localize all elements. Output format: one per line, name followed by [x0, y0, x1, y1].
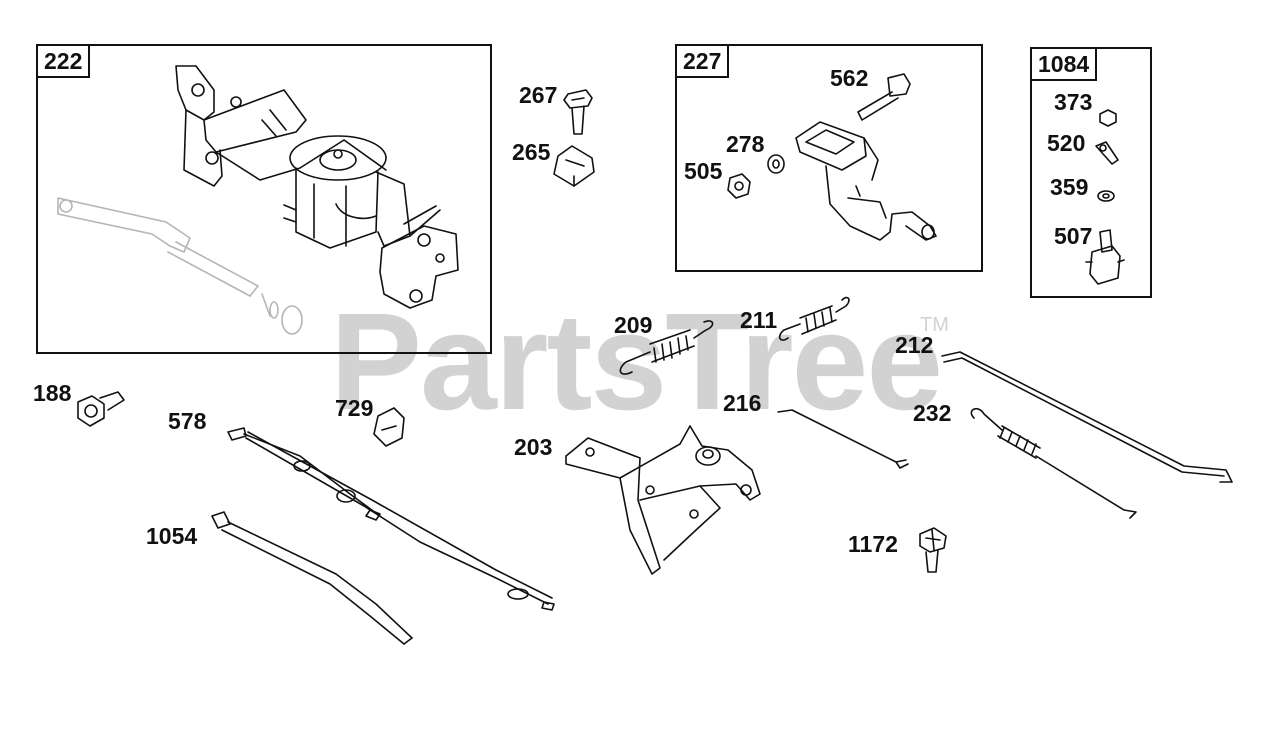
callout-578[interactable]: 578 [168, 408, 207, 434]
part-211-spring[interactable] [780, 298, 849, 341]
group-label-1084: 1084 [1032, 49, 1098, 81]
part-216-rod[interactable] [778, 410, 908, 468]
callout-520[interactable]: 520 [1047, 130, 1086, 156]
group-box-227: 227 [675, 44, 983, 272]
part-578-wire-harness[interactable] [228, 428, 554, 610]
part-212-rod[interactable] [942, 352, 1232, 482]
group-label-222: 222 [38, 46, 91, 78]
callout-562[interactable]: 562 [830, 65, 869, 91]
callout-216[interactable]: 216 [723, 390, 762, 416]
part-359-washer[interactable] [1098, 191, 1114, 201]
callout-267[interactable]: 267 [519, 82, 558, 108]
callout-373[interactable]: 373 [1054, 89, 1093, 115]
part-232-spring-rod[interactable] [971, 409, 1136, 518]
part-1054-cable-tie[interactable] [212, 512, 412, 644]
part-222-bracket[interactable] [176, 66, 458, 308]
callout-212[interactable]: 212 [895, 332, 934, 358]
callout-209[interactable]: 209 [614, 312, 653, 338]
callout-1172[interactable]: 1172 [848, 531, 898, 557]
part-562-pin[interactable] [858, 74, 910, 120]
callout-729[interactable]: 729 [335, 395, 374, 421]
callout-188[interactable]: 188 [33, 380, 72, 406]
part-507-switch[interactable] [1086, 230, 1124, 284]
part-222-ghost-linkage [58, 198, 302, 334]
part-373-nut[interactable] [1100, 110, 1116, 126]
group-box-1084: 1084 [1030, 47, 1152, 298]
part-267-bolt[interactable] [564, 90, 592, 134]
callout-1054[interactable]: 1054 [146, 523, 198, 549]
part-265-clip[interactable] [554, 146, 594, 186]
part-209-spring[interactable] [620, 321, 712, 374]
part-729-clip[interactable] [374, 408, 404, 446]
callout-505[interactable]: 505 [684, 158, 723, 184]
part-520-terminal[interactable] [1096, 142, 1118, 164]
part-227-bracket[interactable] [796, 122, 936, 240]
callout-359[interactable]: 359 [1050, 174, 1089, 200]
callout-203[interactable]: 203 [514, 434, 553, 460]
callout-278[interactable]: 278 [726, 131, 765, 157]
watermark-trademark: TM [920, 314, 949, 336]
part-1172-bolt[interactable] [920, 528, 946, 572]
callout-232[interactable]: 232 [913, 400, 952, 426]
callout-507[interactable]: 507 [1054, 223, 1093, 249]
part-505-nut[interactable] [728, 174, 750, 198]
callout-211[interactable]: 211 [740, 307, 778, 333]
part-203-bracket[interactable] [566, 426, 760, 574]
part-278-washer[interactable] [768, 155, 784, 173]
part-188-bolt[interactable] [78, 392, 124, 426]
group-label-227: 227 [677, 46, 730, 78]
callout-265[interactable]: 265 [512, 139, 551, 165]
watermark: PartsTree [330, 285, 943, 439]
group-box-222: 222 [36, 44, 492, 354]
